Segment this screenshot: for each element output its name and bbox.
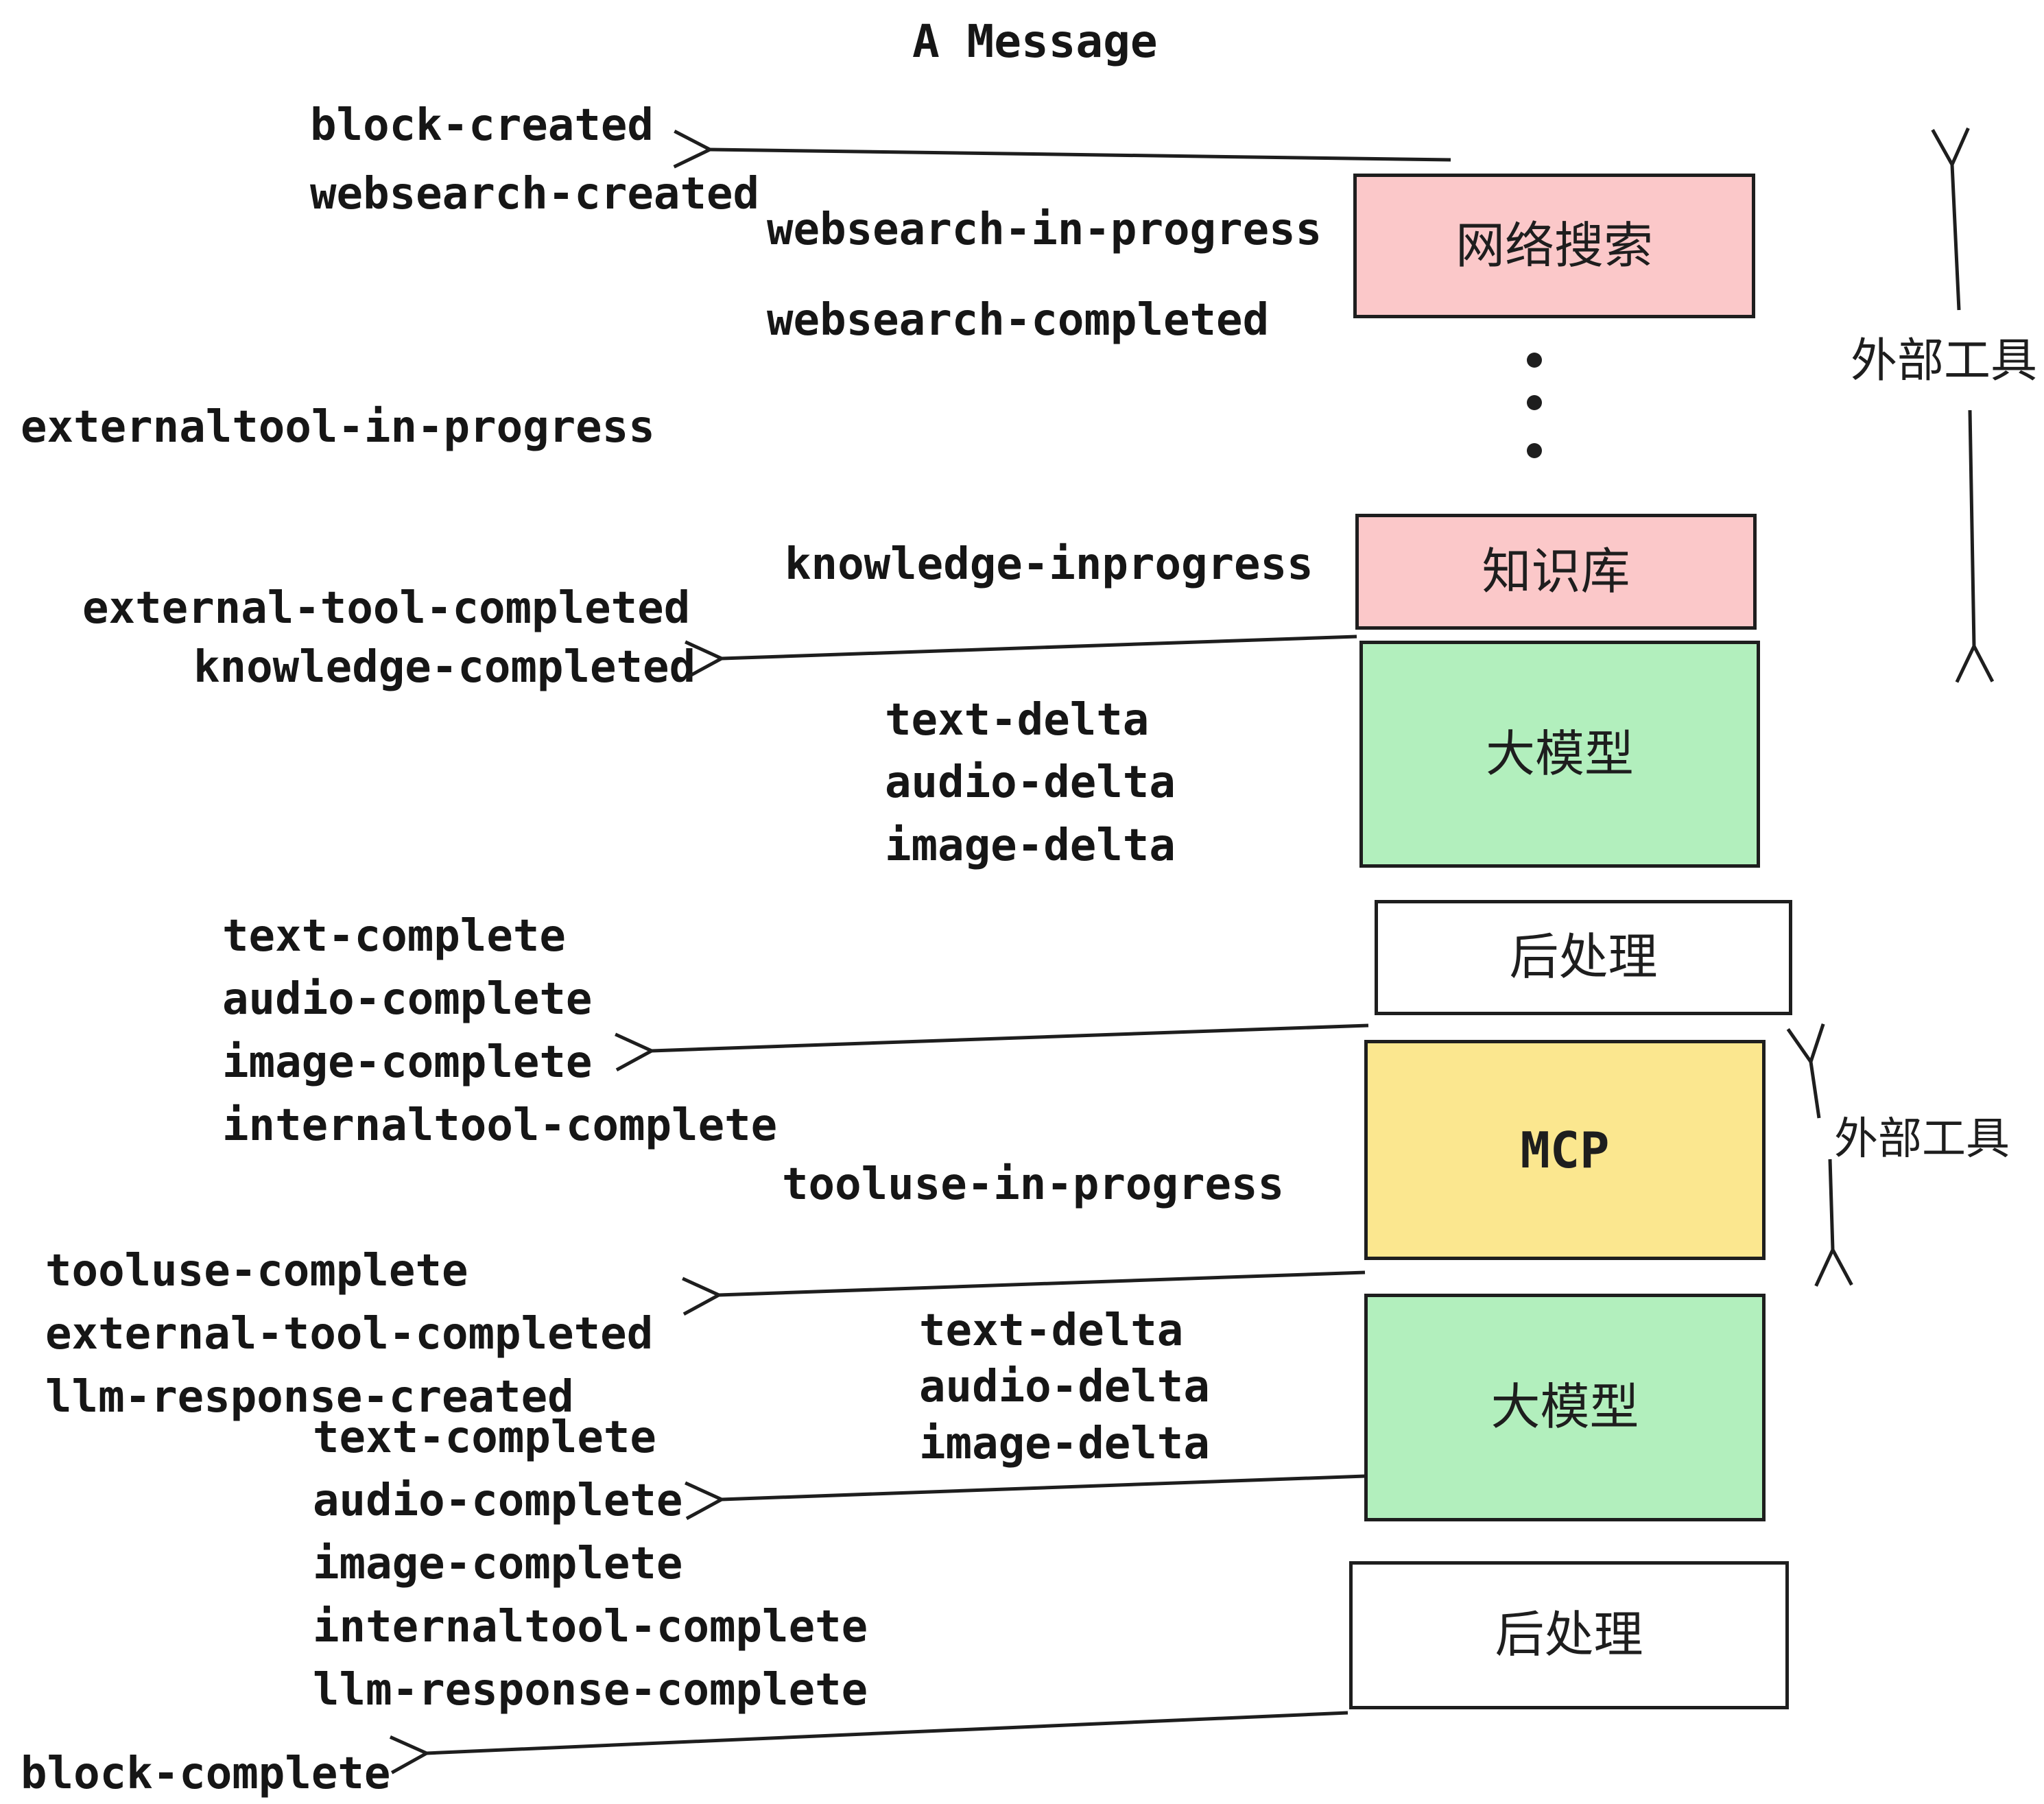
external-tools-down-arrow-mcp — [1830, 1159, 1833, 1250]
event-image-delta-1: image-delta — [885, 820, 1176, 871]
arrow-to-knowledge-completed — [722, 634, 1357, 658]
event-external-tool-completed-2: external-tool-completed — [45, 1309, 654, 1360]
event-tooluse-complete: tooluse-complete — [45, 1246, 468, 1296]
arrow-to-block-created — [710, 150, 1451, 160]
event-image-complete-1: image-complete — [222, 1037, 593, 1088]
event-websearch-created: websearch-created — [310, 169, 760, 219]
external-tools-up-arrow-top — [1952, 165, 1959, 311]
event-text-complete-1: text-complete — [222, 911, 566, 962]
diagram-title: A Message — [912, 15, 1158, 68]
event-knowledge-inprogress: knowledge-inprogress — [785, 539, 1314, 590]
external-tools-down-arrow-top — [1970, 410, 1974, 646]
postprocess-box-top-label: 后处理 — [1509, 930, 1658, 985]
arrow-to-block-complete — [427, 1711, 1348, 1753]
mcp-box-label: MCP — [1520, 1121, 1610, 1179]
event-audio-complete-1: audio-complete — [222, 974, 593, 1025]
postprocess-box-top: 后处理 — [1375, 900, 1792, 1015]
event-audio-delta-1: audio-delta — [885, 757, 1176, 808]
knowledge-box-label: 知识库 — [1482, 544, 1630, 600]
llm-box-top-label: 大模型 — [1485, 726, 1634, 782]
event-llm-response-created: llm-response-created — [45, 1372, 574, 1423]
llm-box-bottom: 大模型 — [1364, 1294, 1766, 1521]
external-tools-up-arrow-mcp — [1811, 1062, 1819, 1119]
knowledge-box: 知识库 — [1355, 514, 1757, 630]
event-audio-complete-2: audio-complete — [313, 1475, 683, 1526]
event-knowledge-completed: knowledge-completed — [193, 642, 696, 693]
event-image-complete-2: image-complete — [313, 1539, 683, 1589]
event-block-created: block-created — [310, 100, 654, 151]
event-external-tool-completed-1: external-tool-completed — [82, 583, 691, 634]
arrow-to-image-complete — [652, 1023, 1369, 1051]
event-internaltool-complete-1: internaltool-complete — [222, 1100, 778, 1151]
postprocess-box-bottom-label: 后处理 — [1495, 1608, 1643, 1663]
event-block-complete: block-complete — [21, 1748, 391, 1799]
llm-box-top: 大模型 — [1359, 641, 1760, 868]
event-audio-delta-2: audio-delta — [919, 1362, 1210, 1412]
websearch-box: 网络搜索 — [1353, 174, 1755, 318]
external-tools-label-top: 外部工具 — [1851, 335, 2038, 387]
event-websearch-in-progress: websearch-in-progress — [767, 204, 1322, 255]
event-internaltool-complete-2: internaltool-complete — [313, 1602, 868, 1652]
postprocess-box-bottom: 后处理 — [1349, 1561, 1789, 1709]
dot-icon — [1527, 443, 1542, 458]
websearch-box-label: 网络搜索 — [1455, 218, 1653, 274]
event-tooluse-in-progress: tooluse-in-progress — [782, 1159, 1285, 1210]
event-externaltool-in-progress: externaltool-in-progress — [21, 402, 655, 453]
mcp-box: MCP — [1364, 1040, 1766, 1260]
event-websearch-completed: websearch-completed — [767, 295, 1270, 346]
external-tools-label-mcp: 外部工具 — [1834, 1114, 2010, 1163]
event-llm-response-complete: llm-response-complete — [313, 1665, 868, 1716]
llm-box-bottom-label: 大模型 — [1490, 1380, 1639, 1435]
event-text-delta-2: text-delta — [919, 1305, 1184, 1356]
event-text-complete-2: text-complete — [313, 1412, 656, 1463]
vertical-ellipsis-dots — [1527, 353, 1542, 462]
dot-icon — [1527, 353, 1542, 368]
dot-icon — [1527, 395, 1542, 410]
event-image-delta-2: image-delta — [919, 1419, 1210, 1469]
arrow-to-tooluse-complete — [719, 1270, 1366, 1295]
event-text-delta-1: text-delta — [885, 695, 1150, 746]
arrow-to-audio-complete — [722, 1474, 1366, 1499]
